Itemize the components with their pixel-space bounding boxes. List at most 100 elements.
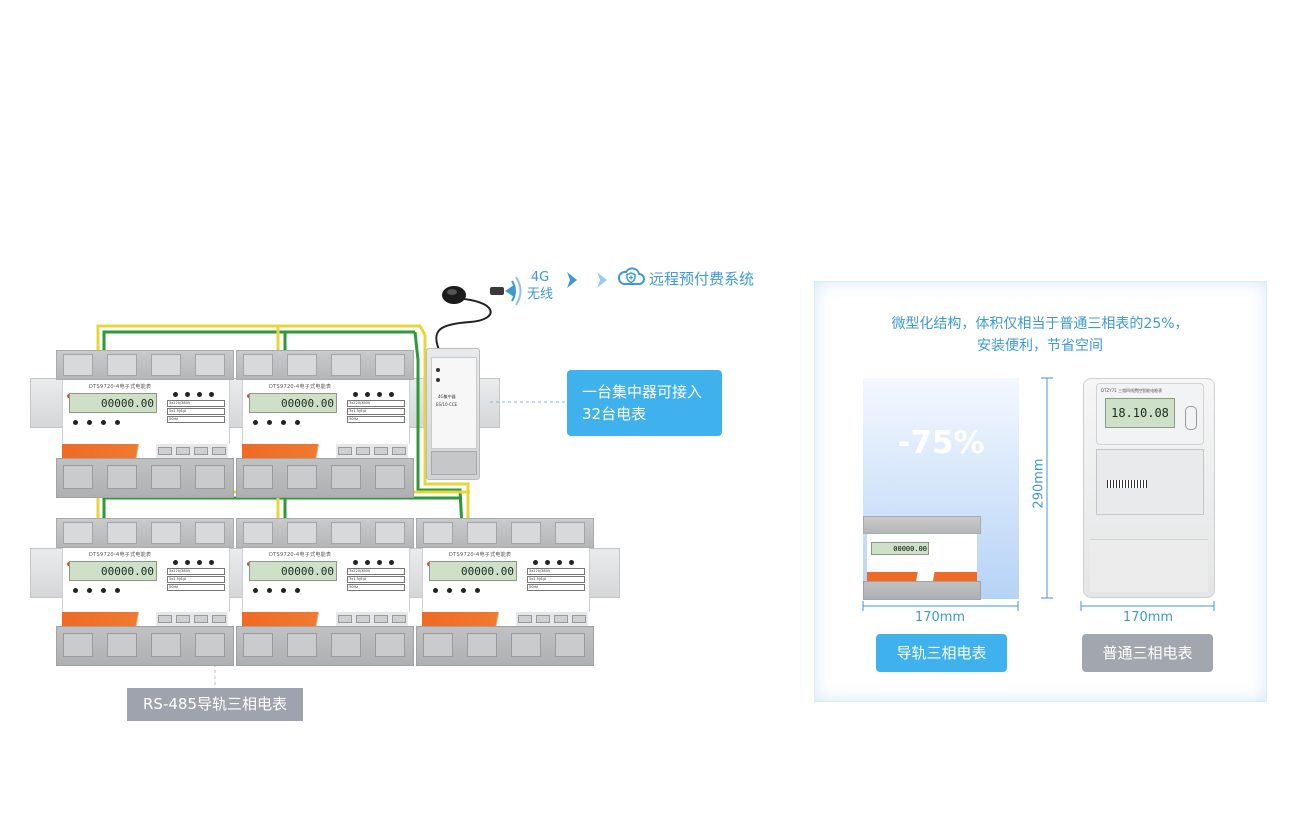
meter-led bbox=[365, 392, 370, 397]
wireless-label-4g: 4G bbox=[530, 270, 550, 285]
concentrator-face: 4G集中器 ES/10-CCE bbox=[431, 357, 477, 449]
meter-led bbox=[389, 560, 394, 565]
meter-button-row bbox=[249, 420, 309, 430]
meter-led bbox=[377, 560, 382, 565]
meter-led bbox=[173, 560, 178, 565]
meter-model: DTS9720-4电子式电能表 bbox=[269, 384, 332, 390]
concentrator-callout: 一台集中器可接入 32台电表 bbox=[567, 370, 722, 436]
meter-led bbox=[533, 560, 538, 565]
height-dimension-label: 290mm bbox=[1031, 458, 1047, 509]
normal-three-phase-meter: DTZY71 三相四线费控智能电能表 18.10.08 bbox=[1083, 378, 1215, 598]
meter-led bbox=[353, 560, 358, 565]
panel-description: 微型化结构，体积仅相当于普通三相表的25%， 安装便利，节省空间 bbox=[840, 313, 1240, 357]
meter-terminal-top bbox=[56, 518, 234, 548]
meter-terminal-top bbox=[236, 518, 414, 548]
meter-model: DTS9720-4电子式电能表 bbox=[269, 552, 332, 558]
meter-model: DTS9720-4电子式电能表 bbox=[89, 552, 152, 558]
meter-button-row bbox=[429, 588, 489, 598]
meter-led bbox=[209, 560, 214, 565]
meter-led bbox=[557, 560, 562, 565]
meter-led bbox=[545, 560, 550, 565]
meter-lcd: 00000.00 bbox=[249, 561, 337, 581]
mini-meter-top bbox=[863, 516, 981, 534]
normal-meter-model: DTZY71 三相四线费控智能电能表 bbox=[1101, 388, 1163, 393]
callout-line-1: 一台集中器可接入 bbox=[582, 383, 703, 401]
meter-button-row bbox=[69, 588, 129, 598]
meter-led bbox=[569, 560, 574, 565]
concentrator-led-2 bbox=[436, 378, 440, 382]
panel-desc-line-1: 微型化结构，体积仅相当于普通三相表的25%， bbox=[891, 316, 1189, 332]
cloud-system-label: 远程预付费系统 bbox=[649, 270, 755, 288]
callout-line-2: 32台电表 bbox=[582, 405, 647, 423]
meter-led bbox=[377, 392, 382, 397]
normal-meter-lower bbox=[1090, 539, 1208, 592]
normal-meter-upper: DTZY71 三相四线费控智能电能表 18.10.08 bbox=[1096, 383, 1204, 445]
meter-led bbox=[197, 392, 202, 397]
mini-meter-lcd: 00000.00 bbox=[871, 542, 929, 555]
meter-terminal-top bbox=[236, 350, 414, 380]
normal-meter-nameplate bbox=[1096, 449, 1204, 515]
meter-terminal-top bbox=[56, 350, 234, 380]
meter-model: DTS9720-4电子式电能表 bbox=[89, 384, 152, 390]
concentrator-model: ES/10-CCE bbox=[436, 402, 458, 407]
meter-orange-band bbox=[242, 612, 408, 626]
meter-button-row bbox=[69, 420, 129, 430]
meter-terminal-bottom bbox=[416, 626, 594, 666]
width-dimension-left: 170mm bbox=[914, 610, 966, 625]
mini-rail-meter: 00000.00 bbox=[863, 516, 981, 600]
meter-lcd: 00000.00 bbox=[249, 393, 337, 413]
meter-button-row bbox=[249, 588, 309, 598]
meter-orange-band bbox=[62, 612, 228, 626]
bus-wires bbox=[96, 272, 607, 688]
meter-led bbox=[185, 392, 190, 397]
meter-lcd: 00000.00 bbox=[69, 561, 157, 581]
meter-led bbox=[389, 392, 394, 397]
mini-meter-bottom bbox=[863, 581, 981, 600]
concentrator-base bbox=[431, 451, 477, 475]
wireless-label: 4G 无线 bbox=[527, 269, 553, 303]
mini-meter-band bbox=[867, 572, 977, 581]
meter-led bbox=[209, 392, 214, 397]
rs485-meter-tag: RS-485导轨三相电表 bbox=[127, 688, 303, 721]
meter-led bbox=[197, 560, 202, 565]
meter-lcd: 00000.00 bbox=[69, 393, 157, 413]
wireless-label-text: 无线 bbox=[527, 287, 554, 302]
normal-meter-barcode bbox=[1107, 480, 1147, 488]
rail-meter-button[interactable]: 导轨三相电表 bbox=[876, 634, 1007, 672]
mini-meter-face: 00000.00 bbox=[867, 534, 977, 572]
meter-terminal-bottom bbox=[236, 458, 414, 498]
panel-desc-line-2: 安装便利，节省空间 bbox=[977, 338, 1103, 354]
meter-orange-band bbox=[62, 444, 228, 458]
meter-lcd: 00000.00 bbox=[429, 561, 517, 581]
normal-meter-card-slot bbox=[1185, 406, 1197, 430]
meter-led bbox=[353, 392, 358, 397]
meter-led bbox=[185, 560, 190, 565]
meter-led bbox=[365, 560, 370, 565]
width-dimension-right: 170mm bbox=[1122, 610, 1174, 625]
meter-orange-band bbox=[422, 612, 588, 626]
concentrator-label: 4G集中器 bbox=[438, 394, 456, 399]
meter-model: DTS9720-4电子式电能表 bbox=[449, 552, 512, 558]
reduction-percent: -75% bbox=[897, 425, 985, 461]
concentrator-led-1 bbox=[436, 368, 440, 372]
meter-terminal-bottom bbox=[56, 626, 234, 666]
cloud-shield-icon bbox=[617, 267, 645, 285]
meter-terminal-bottom bbox=[56, 458, 234, 498]
concentrator-4g: 4G集中器 ES/10-CCE bbox=[426, 348, 480, 480]
meter-orange-band bbox=[242, 444, 408, 458]
meter-terminal-top bbox=[416, 518, 594, 548]
normal-meter-button[interactable]: 普通三相电表 bbox=[1082, 634, 1213, 672]
